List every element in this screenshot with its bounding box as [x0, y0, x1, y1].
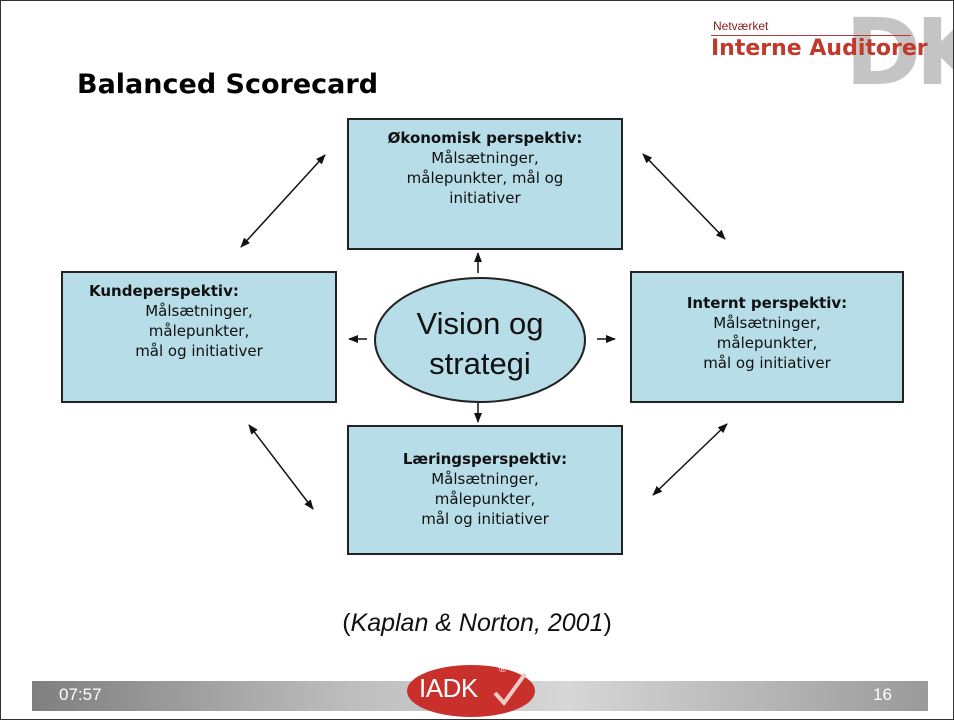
iadk-logo-icon	[407, 665, 535, 717]
financial-body: Målsætninger, målepunkter, mål og initia…	[406, 149, 564, 207]
customer-body: Målsætninger, målepunkter, mål og initia…	[135, 302, 263, 360]
arrow-top-right-diagonal	[642, 153, 726, 240]
citation: (Kaplan & Norton, 2001)	[1, 609, 953, 638]
vision-line-1: Vision og	[416, 306, 544, 341]
citation-authors: Kaplan & Norton, 2001	[350, 609, 604, 637]
arrow-top-left-diagonal	[240, 154, 326, 248]
internal-heading: Internt perspektiv:	[686, 294, 848, 312]
box-internal-perspective: Internt perspektiv: Målsætninger, målepu…	[630, 271, 904, 403]
arrow-bottom-left-diagonal	[248, 424, 314, 510]
slide-title: Balanced Scorecard	[77, 69, 379, 100]
customer-heading: Kundeperspektiv:	[89, 282, 239, 300]
vision-line-2: strategi	[429, 346, 531, 381]
logo-divider	[711, 35, 911, 36]
arrow-bottom-right-diagonal	[652, 423, 728, 496]
vision-ellipse	[374, 277, 586, 403]
iadk-logo-text: IADK	[419, 673, 478, 703]
box-financial-perspective: Økonomisk perspektiv: Målsætninger, måle…	[347, 118, 623, 250]
citation-close: )	[603, 609, 612, 637]
vision-strategy-label: Vision og strategi	[371, 287, 589, 403]
iadk-registered-mark: ®	[499, 664, 507, 675]
box-learning-perspective: Læringsperspektiv: Målsætninger, målepun…	[347, 425, 623, 555]
citation-open: (	[342, 609, 351, 637]
learning-body: Målsætninger, målepunkter, mål og initia…	[421, 470, 549, 528]
logo-title: Interne Auditorer	[711, 36, 928, 61]
box-customer-perspective: Kundeperspektiv: Målsætninger, målepunkt…	[61, 271, 337, 403]
internal-body: Målsætninger, målepunkter, mål og initia…	[703, 314, 831, 372]
learning-heading: Læringsperspektiv:	[402, 450, 568, 468]
footer-page-number: 16	[873, 685, 892, 704]
financial-heading: Økonomisk perspektiv:	[387, 129, 583, 147]
footer-time: 07:57	[59, 685, 102, 704]
logo-dk-mark: DK	[845, 0, 953, 106]
logo-network-label: Netværket	[713, 19, 769, 33]
